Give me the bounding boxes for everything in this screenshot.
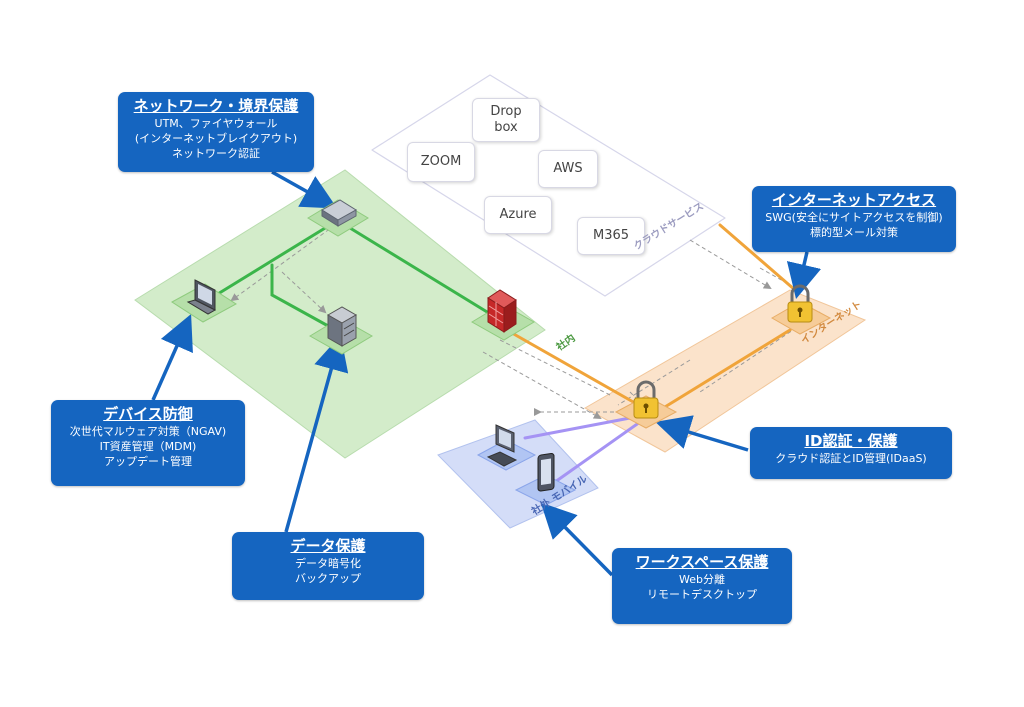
server-icon (326, 306, 358, 347)
cloud-service-azure: Azure (484, 196, 552, 234)
cloud-service-dropbox: Drop box (472, 98, 540, 142)
callout-line: バックアップ (295, 572, 361, 585)
callout-title: インターネットアクセス (771, 191, 937, 209)
smartphone-icon (537, 453, 555, 492)
callout-line: データ暗号化 (295, 557, 361, 570)
switch-icon (321, 199, 357, 227)
internet-links (510, 223, 797, 412)
callout-line: リモートデスクトップ (647, 588, 757, 601)
callout-title: データ保護 (290, 537, 366, 555)
padlock-icon (633, 380, 659, 419)
callout-line: UTM、ファイヤウォール (154, 117, 278, 130)
callout-line: 標的型メール対策 (810, 226, 898, 239)
mobile-links (523, 416, 642, 484)
callout-line: クラウド認証とID管理(IDaaS) (775, 452, 927, 465)
callout-line: ネットワーク認証 (172, 147, 260, 160)
firewall-icon (487, 289, 517, 333)
callout-workspace-protection: ワークスペース保護 Web分離 リモートデスクトップ (612, 548, 792, 624)
callout-line: IT資産管理（MDM) (99, 440, 197, 453)
desktop-icon (486, 424, 518, 467)
callout-id-auth: ID認証・保護 クラウド認証とID管理(IDaaS) (750, 427, 952, 479)
callout-data-protection: データ保護 データ暗号化 バックアップ (232, 532, 424, 600)
callout-internet-access: インターネットアクセス SWG(安全にサイトアクセスを制御) 標的型メール対策 (752, 186, 956, 252)
cloud-service-aws: AWS (538, 150, 598, 188)
callout-line: 次世代マルウェア対策（NGAV) (69, 425, 227, 438)
cloud-service-m365: M365 (577, 217, 645, 255)
callout-network-protection: ネットワーク・境界保護 UTM、ファイヤウォール (インターネットブレイクアウト… (118, 92, 314, 172)
laptop-icon (186, 279, 217, 315)
callout-arrows (151, 170, 822, 577)
callout-line: アップデート管理 (104, 455, 192, 468)
internal-links (206, 223, 494, 329)
callout-title: ワークスペース保護 (635, 553, 769, 571)
callout-title: ネットワーク・境界保護 (133, 97, 299, 115)
callout-line: Web分離 (679, 573, 725, 586)
callout-title: デバイス防御 (103, 405, 193, 423)
callout-line: (インターネットブレイクアウト) (134, 132, 298, 145)
callout-line: SWG(安全にサイトアクセスを制御) (765, 211, 943, 224)
callout-device-protection: デバイス防御 次世代マルウェア対策（NGAV) IT資産管理（MDM) アップデ… (51, 400, 245, 486)
padlock-icon (787, 284, 813, 323)
cloud-service-zoom: ZOOM (407, 142, 475, 182)
callout-title: ID認証・保護 (804, 432, 898, 450)
